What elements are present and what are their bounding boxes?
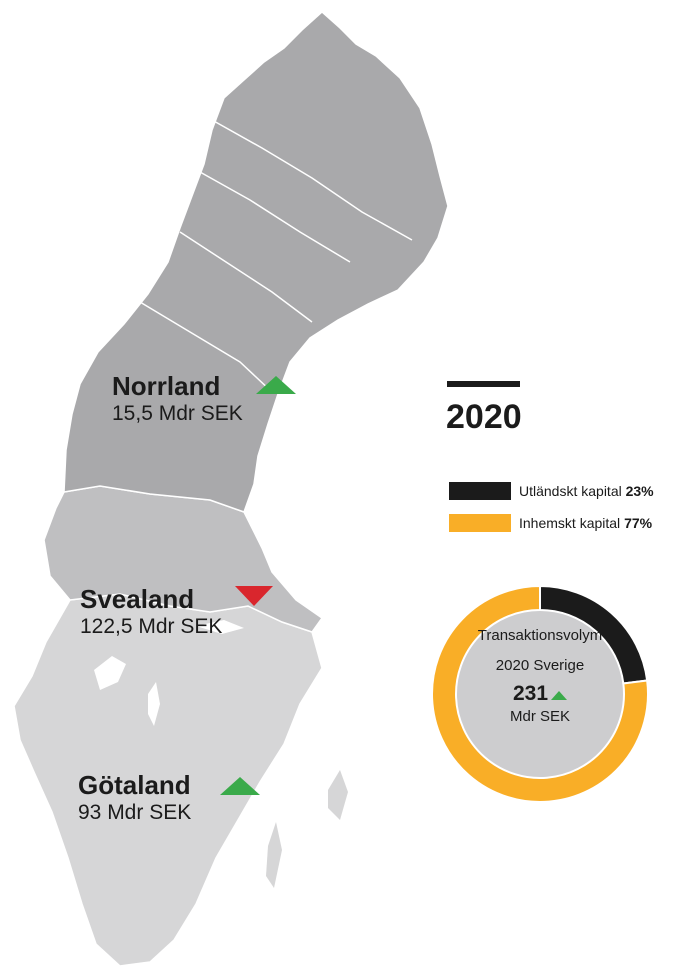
region-label-norrland: Norrland 15,5 Mdr SEK	[112, 371, 243, 426]
year-divider	[447, 381, 520, 387]
donut-unit: Mdr SEK	[509, 708, 570, 725]
region-label-gotaland: Götaland 93 Mdr SEK	[78, 770, 191, 825]
region-name: Svealand	[80, 584, 195, 614]
legend-label: Utländskt kapital	[519, 483, 622, 499]
lake-vanern	[94, 656, 126, 690]
legend-pct: 77%	[624, 515, 653, 531]
region-norrland-shape	[63, 10, 449, 513]
lake-vattern	[148, 682, 160, 726]
legend-item-domestic: Inhemskt kapital 77%	[449, 514, 652, 532]
legend-text: Utländskt kapital 23%	[519, 483, 654, 499]
legend-text: Inhemskt kapital 77%	[519, 515, 652, 531]
capital-donut-chart	[431, 584, 649, 803]
island-oland	[266, 822, 282, 888]
donut-subtitle: 2020 Sverige	[495, 657, 585, 674]
river-line-3	[179, 231, 313, 323]
legend-pct: 23%	[625, 483, 654, 499]
donut-value: 231	[512, 682, 549, 705]
legend-swatch	[449, 514, 511, 532]
river-line-1	[211, 119, 413, 241]
lake-malaren	[196, 620, 244, 634]
trend-up-icon	[220, 777, 260, 795]
region-value: 15,5 Mdr SEK	[112, 402, 243, 425]
donut-center-disc	[456, 610, 624, 778]
island-gotland	[328, 770, 348, 820]
legend-item-foreign: Utländskt kapital 23%	[449, 482, 654, 500]
trend-up-icon	[551, 690, 568, 700]
trend-down-icon	[235, 586, 273, 606]
trend-up-icon	[256, 376, 296, 394]
region-name: Götaland	[78, 770, 191, 800]
donut-value-row: 231	[430, 682, 650, 706]
donut-slice-domestic	[431, 584, 649, 803]
legend-label: Inhemskt kapital	[519, 515, 621, 531]
legend-swatch	[449, 482, 511, 500]
donut-title: Transaktionsvolym	[477, 627, 603, 644]
region-value: 93 Mdr SEK	[78, 801, 192, 824]
region-label-svealand: Svealand 122,5 Mdr SEK	[80, 584, 222, 639]
river-line-2	[199, 171, 351, 263]
donut-center: Transaktionsvolym 2020 Sverige 231 Mdr S…	[430, 584, 650, 804]
donut-arcs	[431, 584, 649, 803]
region-name: Norrland	[112, 371, 221, 401]
region-value: 122,5 Mdr SEK	[80, 615, 223, 638]
year-heading: 2020	[446, 398, 522, 436]
